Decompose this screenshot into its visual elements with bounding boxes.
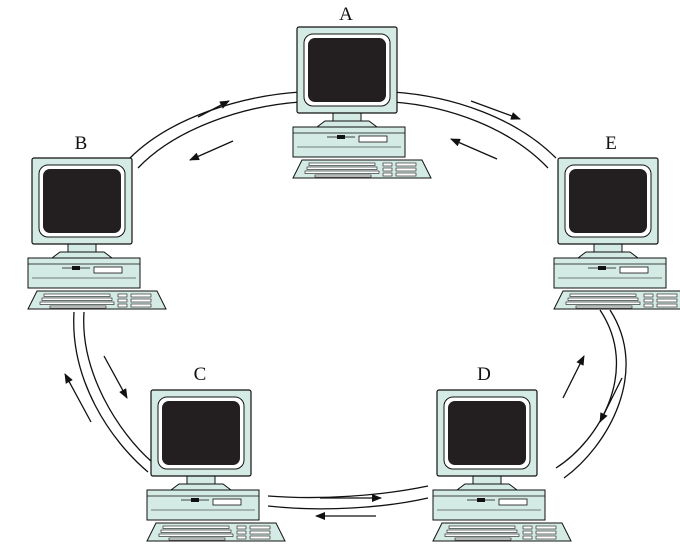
node-label-e: E	[605, 133, 617, 154]
computer-b	[27, 157, 167, 310]
arrow-d-to-e	[562, 355, 585, 399]
computer-a	[292, 26, 432, 179]
computer-icon	[432, 389, 572, 542]
computer-icon	[27, 157, 167, 310]
computer-icon	[146, 389, 286, 542]
node-label-c: C	[194, 364, 207, 385]
computer-d	[432, 389, 572, 542]
ring-cable	[73, 91, 627, 510]
computer-c	[146, 389, 286, 542]
arrow-c-to-b	[64, 373, 92, 423]
flow-arrows	[64, 100, 623, 520]
arrow-e-to-a	[450, 138, 498, 160]
computer-icon	[553, 157, 680, 310]
arrow-b-to-a	[197, 100, 230, 118]
node-label-a: A	[339, 4, 353, 25]
arrow-a-to-e	[470, 100, 521, 120]
arrow-e-to-d	[599, 377, 623, 423]
arrow-b-to-c	[103, 355, 128, 399]
node-label-b: B	[75, 133, 88, 154]
arrow-a-to-b	[189, 140, 234, 161]
computer-e	[553, 157, 680, 310]
computer-icon	[292, 26, 432, 179]
node-label-d: D	[477, 364, 491, 385]
